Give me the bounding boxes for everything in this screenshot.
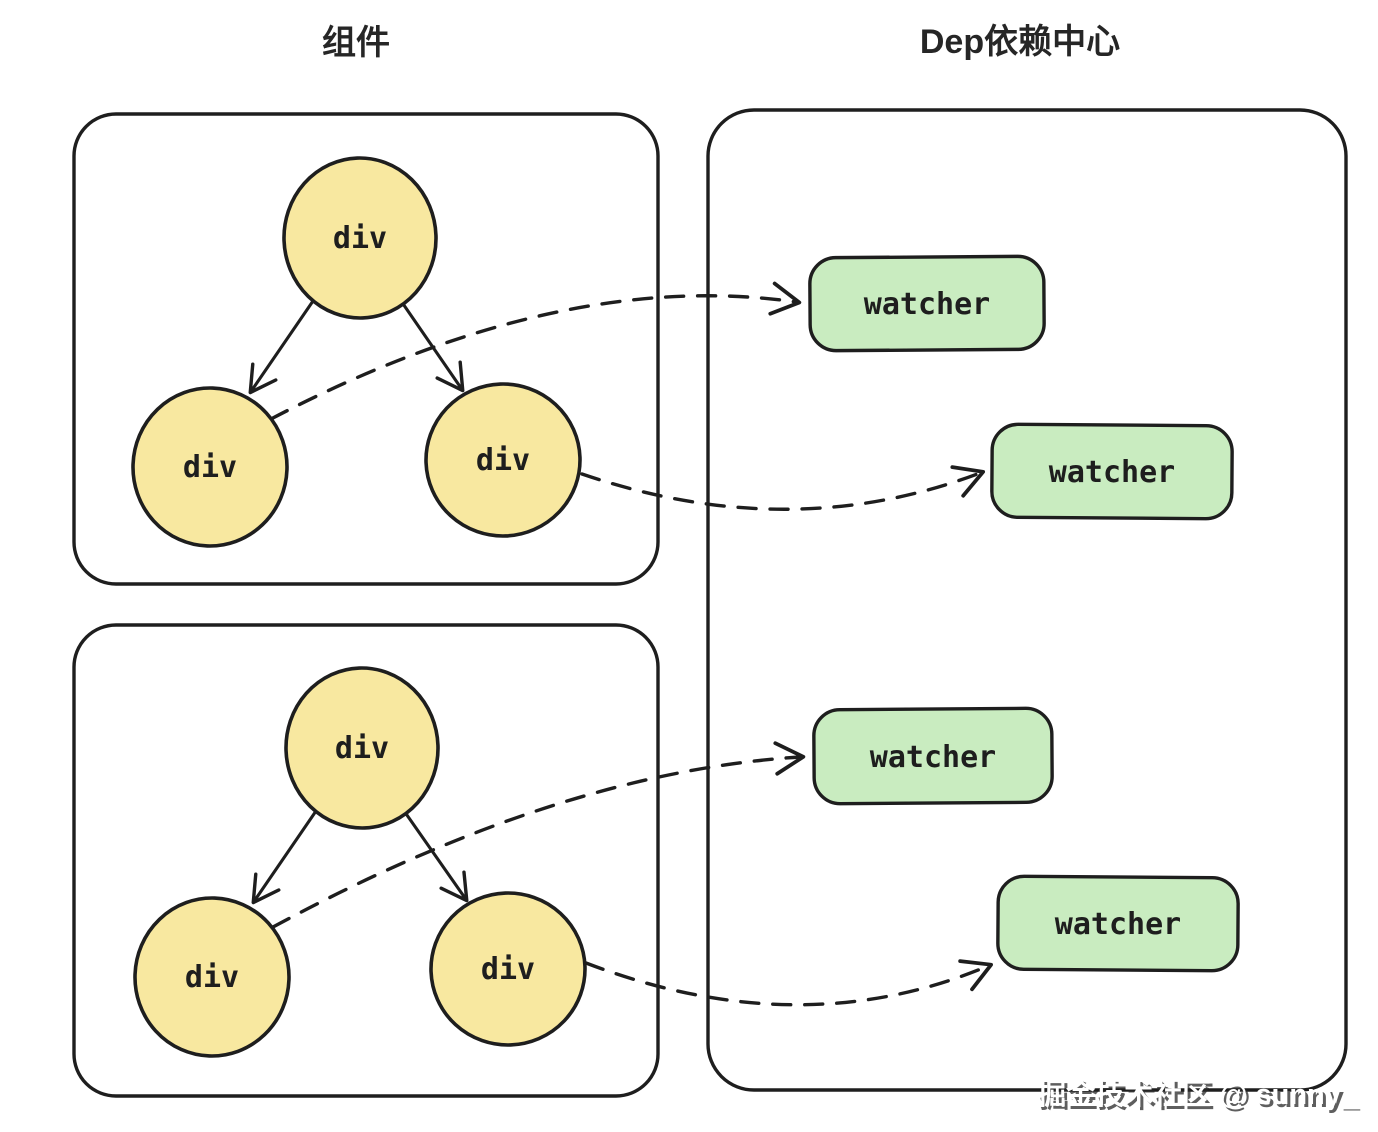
parent-child-arrow xyxy=(248,299,315,395)
parent-child-arrow xyxy=(251,809,318,905)
div-node-circle xyxy=(284,666,440,830)
watcher-node-label: watcher xyxy=(870,740,996,775)
dep-link-arrow xyxy=(580,465,986,511)
watermark-shadow-text: 掘金技术社区 @ sunny_ xyxy=(1040,1080,1361,1114)
watcher-node-label: watcher xyxy=(1049,455,1175,490)
component-box-2 xyxy=(72,623,660,1098)
dep-center-box xyxy=(706,108,1348,1092)
div-node: div xyxy=(424,382,582,538)
parent-child-arrow xyxy=(400,806,469,903)
dep-center-panel-title: Dep依赖中心 xyxy=(920,23,1120,61)
div-node-circle xyxy=(133,896,291,1058)
div-node-label: div xyxy=(183,450,237,485)
watcher-node: watcher xyxy=(812,706,1054,806)
watcher-node-rect xyxy=(990,422,1234,521)
dep-link-arrow xyxy=(271,741,806,929)
div-node: div xyxy=(429,891,587,1047)
dep-link-arrow xyxy=(584,959,994,1007)
watermark-text: 掘金技术社区 @ sunny_ xyxy=(1037,1077,1358,1111)
watcher-node: watcher xyxy=(808,254,1046,353)
component-box-1 xyxy=(72,112,660,586)
watcher-node-rect xyxy=(808,254,1046,353)
div-node: div xyxy=(131,386,289,548)
watcher-node: watcher xyxy=(990,422,1234,521)
div-node-circle xyxy=(429,891,587,1047)
watcher-node-rect xyxy=(996,874,1240,973)
div-node: div xyxy=(284,666,440,830)
div-node-circle xyxy=(282,156,438,320)
div-node-label: div xyxy=(335,731,389,766)
watcher-node-label: watcher xyxy=(864,287,990,322)
div-node: div xyxy=(133,896,291,1058)
div-node-label: div xyxy=(333,221,387,256)
components-panel-title: 组件 xyxy=(322,24,390,62)
watcher-node-rect xyxy=(812,706,1054,806)
div-node: div xyxy=(282,156,438,320)
parent-child-arrow xyxy=(397,296,465,393)
div-node-label: div xyxy=(481,952,535,987)
div-node-circle xyxy=(131,386,289,548)
watcher-node-label: watcher xyxy=(1055,907,1181,942)
div-node-label: div xyxy=(476,443,530,478)
watcher-node: watcher xyxy=(996,874,1240,973)
dep-link-arrow xyxy=(269,281,802,421)
div-node-circle xyxy=(424,382,582,538)
watermark: 掘金技术社区 @ sunny_ 掘金技术社区 @ sunny_ xyxy=(1037,1077,1361,1114)
div-node-label: div xyxy=(185,960,239,995)
